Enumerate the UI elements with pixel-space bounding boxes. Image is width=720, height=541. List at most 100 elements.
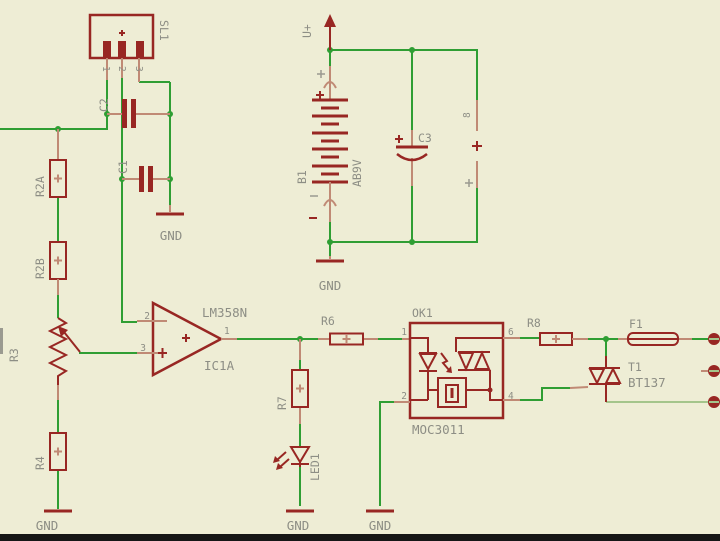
ground-b1[interactable]: GND	[316, 256, 344, 293]
battery-b1[interactable]: B1 AB9V	[295, 66, 364, 222]
resistor-r6[interactable]: R6	[318, 314, 410, 346]
r2a-body[interactable]	[49, 159, 67, 198]
window-bottom-bar	[0, 534, 720, 541]
junction-dot	[327, 239, 333, 245]
r3-wiper-arrowhead	[58, 326, 68, 337]
ground-r4[interactable]: GND	[36, 509, 72, 533]
r2a-value-mark	[54, 174, 62, 183]
ok1-body[interactable]	[408, 321, 505, 420]
b1-plus-mark	[316, 91, 324, 99]
b1-plus-mark-gray	[317, 70, 325, 78]
ok1-name-label: OK1	[412, 306, 433, 320]
resistor-r8[interactable]: R8	[527, 316, 588, 346]
ok1-pin4-number: 4	[508, 391, 514, 402]
potentiometer-r3[interactable]: R3	[7, 317, 81, 400]
opamp-pin2-number: 2	[144, 311, 150, 322]
b1-top-lead	[323, 66, 337, 99]
ok1-driver-box	[437, 377, 467, 408]
wire-input-top[interactable]	[0, 80, 108, 130]
ok1-triac-internal	[455, 337, 503, 401]
gnd-label: GND	[287, 518, 310, 533]
led-arrowhead	[276, 463, 283, 470]
r4-body[interactable]	[49, 432, 67, 471]
sl1-pin1-number: 1	[100, 66, 111, 72]
sl1-pad	[136, 41, 144, 57]
sl1-pin2-number: 2	[116, 66, 127, 72]
u-plus-arrow-icon	[324, 14, 336, 27]
sl1-label: SL1	[157, 20, 171, 41]
b1-value-label: AB9V	[350, 159, 364, 187]
opamp-plus-marks	[158, 334, 190, 358]
r6-value-mark	[342, 335, 351, 343]
r2a-label: R2A	[33, 176, 47, 197]
ok1-pin2-number: 2	[401, 391, 407, 402]
capacitor-c2[interactable]: C2	[97, 98, 170, 128]
junction-dot	[409, 239, 415, 245]
capacitor-c3[interactable]: C3	[395, 130, 432, 186]
ok1-internal-dot	[487, 387, 493, 393]
r6-body[interactable]	[329, 332, 364, 346]
sl1-pin3-number: 3	[133, 66, 144, 72]
b1-bottom-lead	[323, 182, 337, 222]
resistor-r2a[interactable]: R2A	[33, 129, 67, 198]
wire-supply-loop[interactable]	[329, 44, 478, 256]
ok1-pin1-number: 1	[401, 327, 407, 338]
triac-t1[interactable]: T1 BT137	[569, 356, 666, 402]
c2-plate	[122, 99, 127, 128]
gnd-label: GND	[160, 228, 183, 243]
led-light-arrows	[276, 451, 290, 468]
optocoupler-ok1[interactable]: OK1 MOC3011 1 2 6 4	[394, 306, 520, 437]
opamp-part-label: LM358N	[202, 305, 247, 320]
r7-body[interactable]	[291, 369, 309, 408]
f1-label: F1	[629, 317, 643, 331]
ground-led1[interactable]: GND	[286, 509, 314, 533]
resistor-r2b[interactable]: R2B	[33, 241, 67, 295]
junction-dot	[409, 47, 415, 53]
connector-sl1[interactable]: SL1 1 2 3	[88, 13, 171, 82]
wire-ok1-gnd[interactable]	[379, 401, 394, 506]
t1-rails	[589, 356, 620, 402]
opamp-triangle[interactable]	[151, 300, 224, 378]
u-plus-label: U+	[300, 24, 314, 38]
led-cathode-bar	[291, 462, 309, 467]
supply-u-plus[interactable]: U+	[300, 14, 336, 50]
t1-triangles	[588, 366, 622, 386]
ok1-lightning-icon	[440, 352, 450, 371]
r3-wiper	[63, 331, 81, 353]
capacitor-c1[interactable]: C1	[116, 160, 170, 192]
resistor-r7[interactable]: R7	[275, 339, 309, 424]
resistor-r4[interactable]: R4	[33, 432, 67, 471]
net-wires[interactable]	[0, 44, 708, 509]
opamp-pin3-number: 3	[140, 343, 146, 354]
c3-plus-mark	[395, 135, 403, 143]
ground-ok1[interactable]: GND	[366, 509, 394, 533]
ok1-pin-leads	[394, 337, 520, 403]
c2-label: C2	[97, 98, 111, 112]
sl1-pad	[118, 41, 126, 57]
ok1-pin6-number: 6	[508, 327, 514, 338]
wire-c-right[interactable]	[139, 81, 171, 205]
r7-label: R7	[275, 396, 289, 410]
t1-gate-lead	[569, 386, 589, 389]
opamp-ic1a[interactable]: LM358N IC1A 2 3 1	[137, 300, 247, 378]
edge-connector-pads[interactable]	[701, 333, 720, 408]
wire-gate[interactable]	[520, 387, 570, 401]
r6-label: R6	[321, 314, 335, 328]
c3-label: C3	[418, 131, 432, 145]
wire-opamp-inv[interactable]	[121, 78, 137, 323]
b1-plates	[312, 98, 348, 184]
fuse-f1[interactable]: F1	[618, 317, 692, 346]
junction-dot	[603, 336, 609, 342]
branch-part[interactable]: 8	[462, 100, 482, 188]
r7-value-mark	[296, 384, 304, 393]
r3-zigzag[interactable]	[47, 317, 69, 385]
pad-slits	[709, 338, 719, 403]
opamp-pin1-number: 1	[224, 326, 230, 337]
r8-label: R8	[527, 316, 541, 330]
r4-value-mark	[54, 447, 62, 456]
led-led1[interactable]: LED1	[273, 446, 322, 481]
sl1-value-mark	[119, 30, 125, 36]
ground-c1[interactable]: GND	[156, 205, 184, 243]
led-triangle[interactable]	[289, 446, 311, 464]
